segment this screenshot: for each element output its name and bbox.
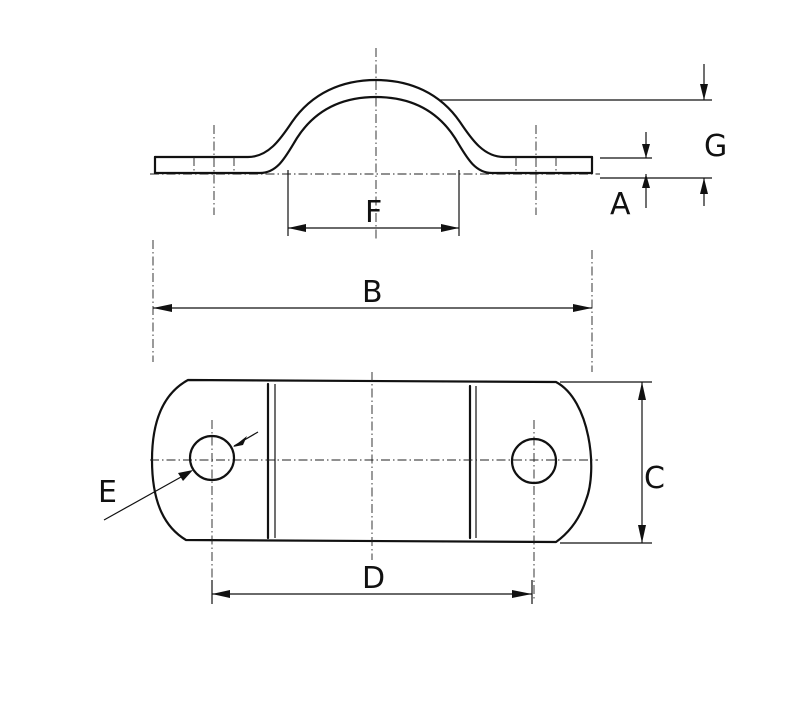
dim-e-arrow-in bbox=[178, 470, 193, 481]
dim-d-arrow-right bbox=[512, 590, 532, 598]
dim-e-arrow-out bbox=[233, 436, 247, 447]
dim-b-arrow-left bbox=[153, 304, 172, 312]
clamp-inner-profile bbox=[153, 95, 594, 175]
dim-c-arrow-bottom bbox=[638, 525, 646, 543]
dim-f-arrow-right bbox=[441, 224, 459, 232]
dim-b-arrow-right bbox=[573, 304, 592, 312]
right-mounting-hole bbox=[510, 437, 558, 485]
label-e: E bbox=[98, 475, 117, 510]
label-g: G bbox=[704, 129, 727, 164]
label-f: F bbox=[365, 195, 382, 230]
dim-g-arrow-top bbox=[700, 84, 708, 100]
dim-g-arrow-bottom bbox=[700, 178, 708, 194]
left-mounting-hole bbox=[188, 434, 236, 482]
clamp-outer-profile bbox=[153, 78, 594, 159]
plan-view: E C D bbox=[98, 372, 665, 604]
label-b: B bbox=[362, 275, 383, 310]
dim-e-leader bbox=[103, 471, 191, 521]
dim-a-arrow-bottom bbox=[642, 174, 650, 188]
label-d: D bbox=[362, 561, 385, 596]
dim-b: B bbox=[152, 240, 593, 372]
dim-f-arrow-left bbox=[288, 224, 306, 232]
dim-d-arrow-left bbox=[212, 590, 230, 598]
dim-c-arrow-top bbox=[638, 382, 646, 400]
dim-a-arrow-top bbox=[642, 144, 650, 158]
side-view: F G A bbox=[150, 48, 727, 240]
clamp-plan-outline bbox=[150, 378, 593, 544]
label-c: C bbox=[644, 461, 665, 496]
label-a: A bbox=[610, 187, 631, 222]
